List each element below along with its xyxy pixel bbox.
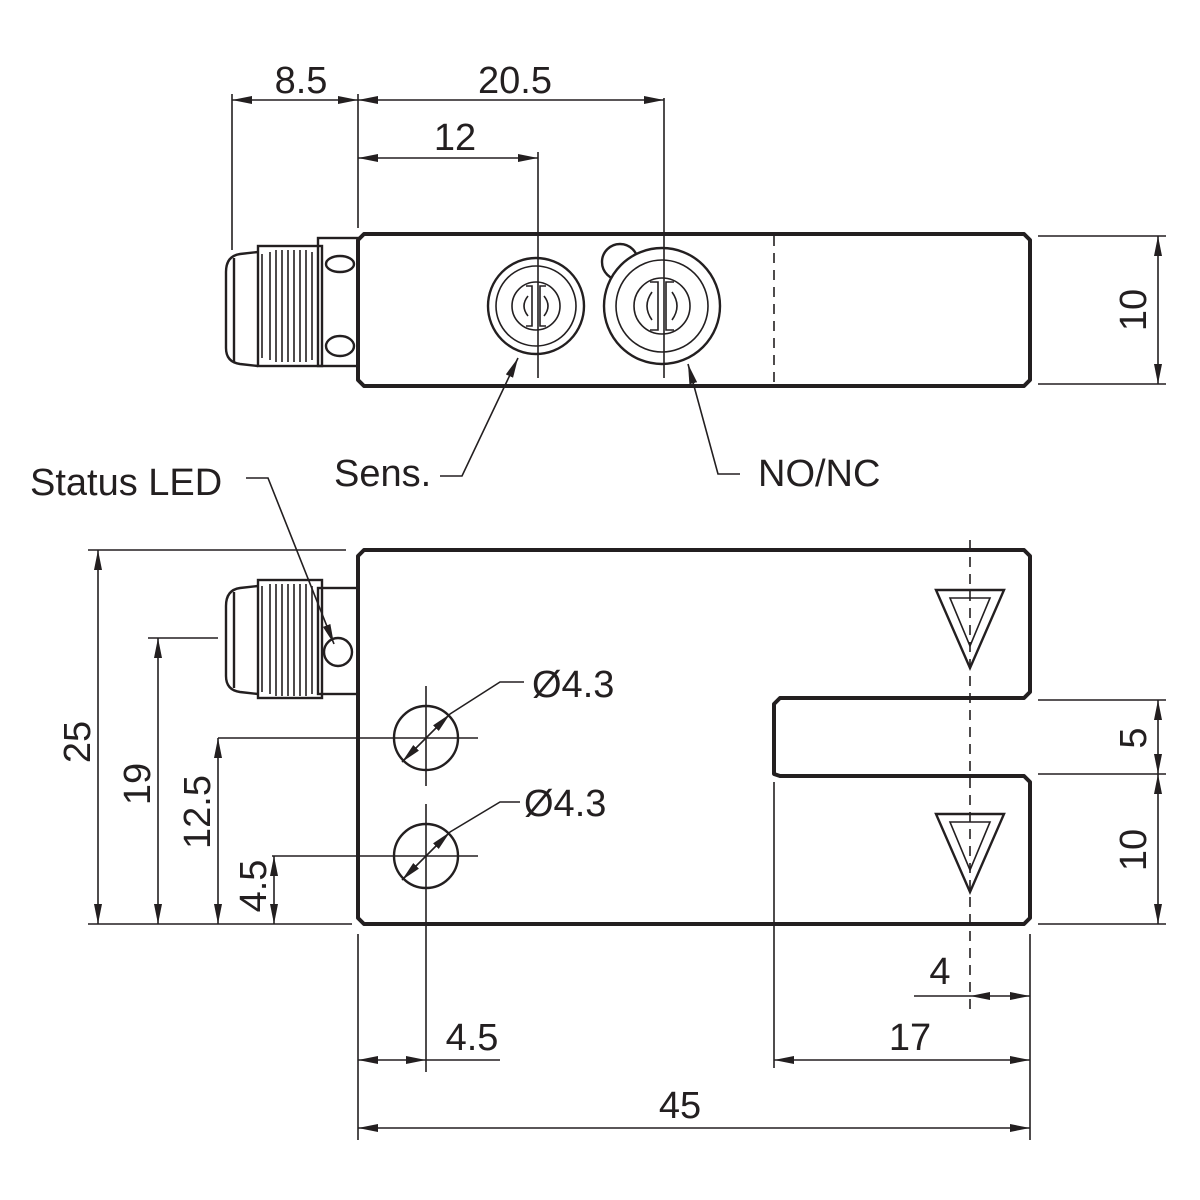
dim-19: 19 (117, 763, 159, 805)
dim-4: 4 (929, 951, 950, 993)
sens-leader (440, 357, 519, 477)
mounting-hole-upper (218, 681, 524, 786)
nonc-leader (687, 363, 740, 475)
emitter-triangle-top (934, 588, 1006, 672)
hole-diameter-upper: Ø4.3 (532, 664, 614, 706)
nonc-label: NO/NC (758, 453, 880, 495)
dim-5: 5 (1113, 727, 1155, 748)
status-led-label: Status LED (30, 462, 222, 504)
sens-label: Sens. (334, 453, 431, 495)
front-housing-outline (356, 548, 1032, 926)
dim-12-5: 12.5 (177, 775, 219, 849)
nonc-switch (600, 242, 722, 366)
front-view: Ø4.3 Ø4.3 Status LED 25 19 12.5 4.5 5 (30, 462, 1166, 1140)
dim-8-5: 8.5 (275, 60, 328, 102)
dim-45: 45 (659, 1085, 701, 1127)
sens-potentiometer (486, 256, 586, 356)
front-connector (224, 578, 360, 700)
top-connector (224, 236, 360, 368)
dim-4-5-vertical: 4.5 (233, 860, 275, 913)
mounting-hole-lower (272, 801, 520, 1072)
top-view: 8.5 20.5 12 10 Sens. NO/NC (224, 60, 1166, 495)
dim-4-5-horizontal: 4.5 (446, 1017, 499, 1059)
dim-top-10: 10 (1113, 289, 1155, 331)
top-connector-led (324, 334, 356, 358)
dim-17: 17 (889, 1017, 931, 1059)
top-connector-notch (324, 254, 356, 274)
status-led (322, 636, 354, 668)
dim-front-10: 10 (1113, 829, 1155, 871)
status-led-leader (246, 477, 335, 645)
dim-12: 12 (434, 117, 476, 159)
dim-20-5: 20.5 (478, 60, 552, 102)
dim-25: 25 (57, 721, 99, 763)
hole-diameter-lower: Ø4.3 (524, 783, 606, 825)
emitter-triangle-bottom (934, 812, 1006, 896)
